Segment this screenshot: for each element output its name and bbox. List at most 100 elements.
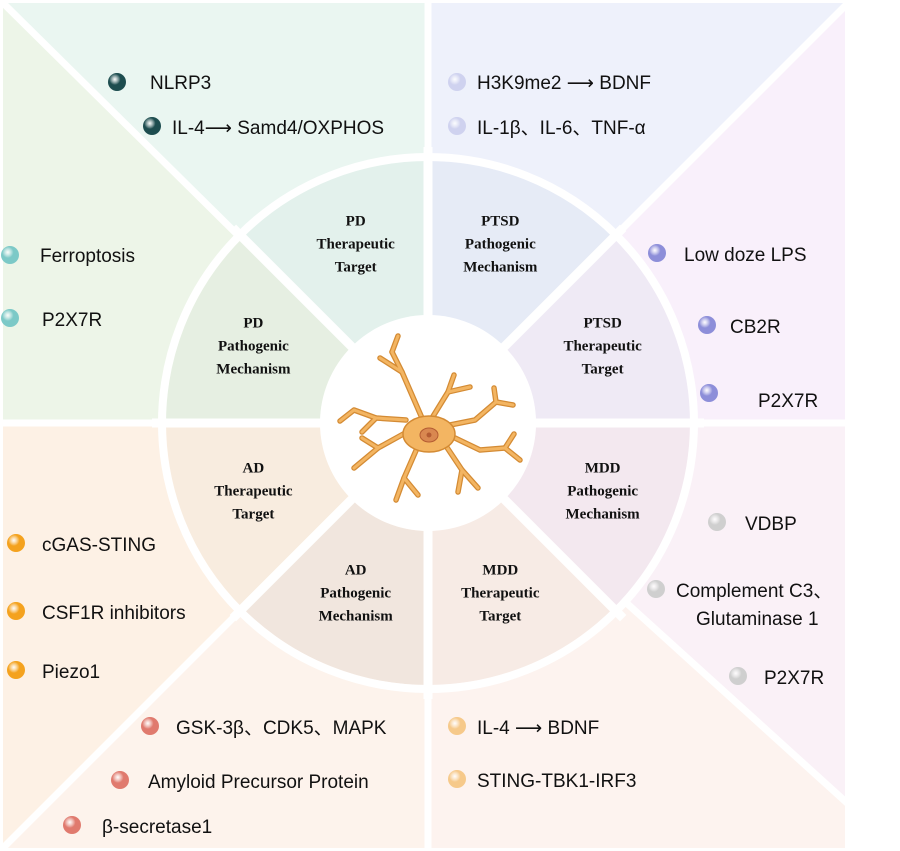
bullet-dot-icon xyxy=(111,771,129,789)
segment-label-line: Target xyxy=(232,506,274,522)
neuron-nucleolus xyxy=(426,432,432,438)
item-ad-mech: β-secretase1 xyxy=(63,816,212,838)
item-ad-target: cGAS-STING xyxy=(7,534,156,556)
bullet-dot-icon xyxy=(7,534,25,552)
bullet-dot-icon xyxy=(448,117,466,135)
item-mdd-target: STING-TBK1-IRF3 xyxy=(448,770,636,792)
item-mdd-mech: P2X7R xyxy=(729,667,824,689)
segment-label-line: AD xyxy=(243,460,265,476)
segment-label-line: Target xyxy=(479,609,521,625)
dendrite-fill-2 xyxy=(390,334,400,354)
dendrite-fill-12 xyxy=(402,476,420,497)
item-pd-target: NLRP3 xyxy=(108,73,211,94)
segment-label-line: PTSD xyxy=(583,316,622,332)
item-label: Glutaminase 1 xyxy=(696,609,819,630)
bullet-dot-icon xyxy=(708,513,726,531)
segment-ad-target xyxy=(166,423,352,609)
ring-divider-2 xyxy=(498,224,627,353)
bullet-dot-icon xyxy=(448,770,466,788)
item-pd-mech: P2X7R xyxy=(1,309,102,331)
segment-label-line: MDD xyxy=(482,563,518,579)
bullet-dot-icon xyxy=(108,73,126,91)
bullet-dot-icon xyxy=(648,244,666,262)
neuron-illustration xyxy=(337,333,523,503)
segment-pd-mech xyxy=(166,237,352,423)
item-ptsd-target: Low doze LPS xyxy=(648,244,807,266)
item-ad-target: Piezo1 xyxy=(7,661,100,683)
segment-label-line: Pathogenic xyxy=(320,586,391,602)
segment-ad-mech xyxy=(242,499,428,685)
item-label: Complement C3、 xyxy=(676,581,832,602)
item-label: cGAS-STING xyxy=(42,535,156,556)
item-label: NLRP3 xyxy=(150,73,211,94)
bullet-dot-icon xyxy=(143,117,161,135)
item-label: P2X7R xyxy=(758,391,818,412)
item-ad-target: CSF1R inhibitors xyxy=(7,602,186,624)
segment-ptsd-mech xyxy=(428,161,614,347)
item-label: CB2R xyxy=(730,317,781,338)
dendrite-fill-16 xyxy=(360,416,378,434)
segment-label-line: Mechanism xyxy=(216,362,291,378)
item-mdd-target: IL-4 ⟶ BDNF xyxy=(448,717,599,739)
item-label: IL-4 ⟶ BDNF xyxy=(477,718,599,739)
segment-label-line: Therapeutic xyxy=(214,483,293,499)
inner-ring-segments xyxy=(152,147,704,699)
ring-outer-border xyxy=(158,153,698,693)
segment-label-line: Therapeutic xyxy=(563,339,642,355)
dendrite-fill-5 xyxy=(448,386,498,427)
item-label: H3K9me2 ⟶ BDNF xyxy=(477,73,651,94)
dendrite-fill-15 xyxy=(338,408,408,423)
bullet-dot-icon xyxy=(1,309,19,327)
item-label: Ferroptosis xyxy=(40,246,135,267)
item-ptsd-mech: IL-1β、IL-6、TNF-α xyxy=(448,117,646,139)
item-label: P2X7R xyxy=(764,668,824,689)
dendrite-fill-8 xyxy=(503,432,516,450)
item-ad-mech: Amyloid Precursor Protein xyxy=(111,771,369,793)
segment-label-line: AD xyxy=(345,563,367,579)
bullet-dot-icon xyxy=(448,717,466,735)
segment-label-line: Pathogenic xyxy=(218,339,289,355)
segment-label-line: Mechanism xyxy=(463,259,538,275)
segment-label-line: Therapeutic xyxy=(461,586,540,602)
right-margin xyxy=(850,0,900,851)
region-ptsd-mech xyxy=(428,0,900,423)
segment-label-line: Target xyxy=(335,259,377,275)
item-label: VDBP xyxy=(745,514,797,535)
segment-mdd-mech xyxy=(504,423,690,609)
item-ptsd-target: CB2R xyxy=(698,316,781,338)
item-label: GSK-3β、CDK5、MAPK xyxy=(176,718,387,739)
item-label: β-secretase1 xyxy=(102,817,212,838)
bullet-dot-icon xyxy=(7,602,25,620)
bullet-dot-icon xyxy=(647,580,665,598)
item-label: CSF1R inhibitors xyxy=(42,603,186,624)
bullet-dot-icon xyxy=(63,816,81,834)
dendrite-fill-4 xyxy=(446,385,472,394)
dendrite-fill-14 xyxy=(360,436,380,450)
bullet-dot-icon xyxy=(729,667,747,685)
item-mdd-mech: Complement C3、 xyxy=(647,580,832,602)
segment-label-line: Target xyxy=(582,362,624,378)
segment-pd-target xyxy=(242,161,428,347)
segment-ptsd-target xyxy=(504,237,690,423)
segment-label-line: Pathogenic xyxy=(465,236,536,252)
item-pd-target: IL-4⟶ Samd4/OXPHOS xyxy=(143,117,384,139)
item-mdd-mech: VDBP xyxy=(708,513,797,535)
bullet-dot-icon xyxy=(700,384,718,402)
bullet-dot-icon xyxy=(141,717,159,735)
dendrite-fill-7 xyxy=(453,436,522,462)
item-label: Amyloid Precursor Protein xyxy=(148,772,369,793)
dendrite-fill-6 xyxy=(494,400,515,407)
item-label: IL-4⟶ Samd4/OXPHOS xyxy=(172,118,384,139)
